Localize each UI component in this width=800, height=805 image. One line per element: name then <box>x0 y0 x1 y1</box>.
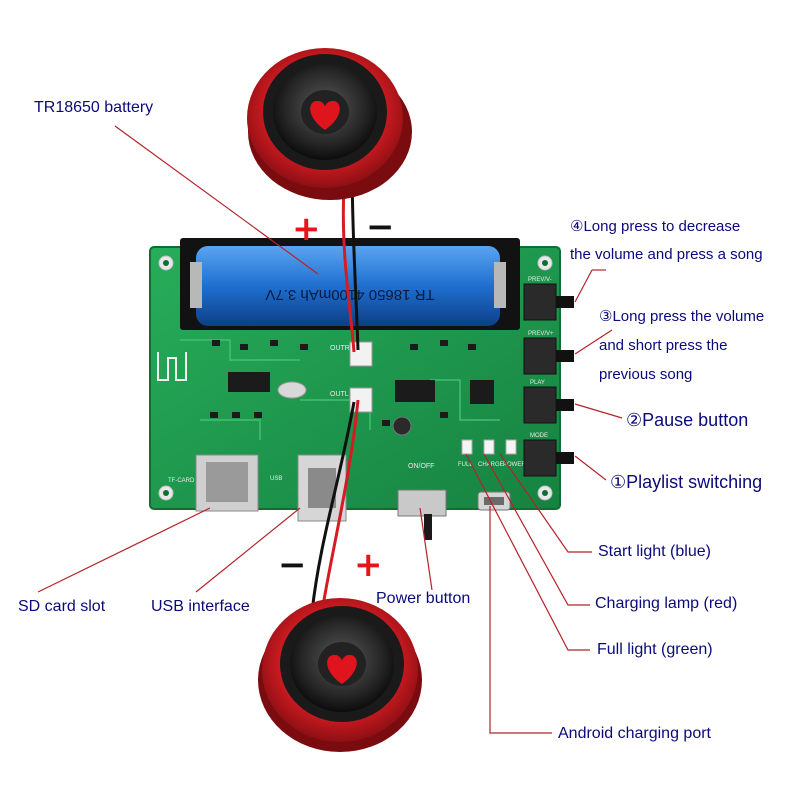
tf-card-print: TF-CARD <box>168 478 195 484</box>
button-prev-v-plus: PREV/V+ <box>523 331 574 375</box>
play-print: PLAY <box>530 380 545 386</box>
usb-print: USB <box>270 476 282 482</box>
button-mode: MODE <box>523 433 574 477</box>
label-button3-line3: previous song <box>599 366 693 383</box>
battery-print: TR 18650 4100mAh 3.7V <box>265 286 434 303</box>
label-charging-lamp: Charging lamp (red) <box>595 595 738 612</box>
button-play: PLAY <box>523 380 574 424</box>
label-android-port: Android charging port <box>558 725 711 742</box>
speaker-top <box>247 48 412 200</box>
bluetooth-antenna <box>157 352 187 381</box>
button-prev-v-minus: PREV/V- <box>523 277 574 321</box>
label-button4-line2: the volume and press a song <box>570 246 763 263</box>
onoff-print: ON/OFF <box>408 463 434 470</box>
label-button2: ②Pause button <box>626 410 749 430</box>
label-button3-line1: ③Long press the volume <box>599 308 765 325</box>
status-leds: FULL CHARGE POWER <box>458 439 526 468</box>
label-sd-slot: SD card slot <box>18 598 106 615</box>
label-power: Power button <box>376 590 471 607</box>
outl-print: OUTL <box>330 391 349 398</box>
mounting-holes <box>158 255 553 501</box>
full-print: FULL <box>458 462 473 468</box>
label-start-light: Start light (blue) <box>598 543 711 560</box>
power-print: POWER <box>503 462 526 468</box>
label-full-light: Full light (green) <box>597 641 713 658</box>
bottom-minus-mark: − <box>278 545 307 585</box>
tf-card-slot: TF-CARD <box>168 454 259 512</box>
label-button1: ①Playlist switching <box>610 472 763 492</box>
charge-print: CHARGE <box>478 462 504 468</box>
heart-icon <box>310 100 340 130</box>
leader-lines <box>37 125 623 734</box>
outr-print: OUTR <box>330 345 350 352</box>
components: FULL CHARGE POWER <box>210 340 526 468</box>
usb-port: USB <box>270 454 347 522</box>
prev-v-minus-print: PREV/V- <box>528 277 552 283</box>
label-battery: TR18650 battery <box>34 99 154 116</box>
heart-icon <box>327 654 357 684</box>
power-switch: ON/OFF <box>397 463 447 540</box>
label-usb: USB interface <box>151 598 250 615</box>
mode-print: MODE <box>530 433 548 439</box>
speaker-connectors: OUTR OUTL <box>330 341 373 413</box>
top-minus-mark: − <box>366 207 395 247</box>
label-button4-line1: ④Long press to decrease <box>570 218 741 235</box>
prev-v-plus-print: PREV/V+ <box>528 331 554 337</box>
tactile-buttons: PREV/V- PREV/V+ PLAY MODE <box>523 277 574 477</box>
speaker-bottom <box>258 598 422 752</box>
top-plus-mark: + <box>292 209 321 249</box>
label-button3-line2: and short press the <box>599 337 728 354</box>
bottom-plus-mark: + <box>354 545 383 585</box>
